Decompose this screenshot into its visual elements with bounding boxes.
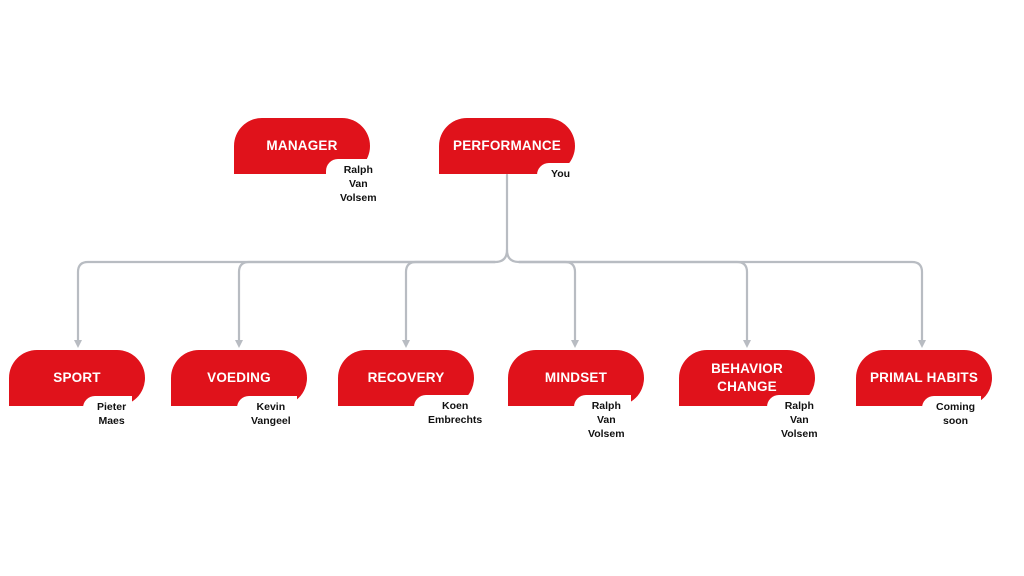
connector-mindset xyxy=(505,248,579,348)
node-sport-title: SPORT xyxy=(53,370,101,385)
connector-sport xyxy=(74,248,509,348)
connector-voeding xyxy=(235,260,497,348)
connector-behavior-change xyxy=(517,260,751,348)
connector-primal-habits xyxy=(517,260,926,348)
node-manager-owner: Ralph Van Volsem xyxy=(326,159,383,207)
node-voeding-title: VOEDING xyxy=(207,370,271,385)
connector-recovery xyxy=(402,260,497,348)
node-recovery-owner: Koen Embrechts xyxy=(414,395,489,429)
node-performance-title: PERFORMANCE xyxy=(453,138,561,153)
node-recovery-title: RECOVERY xyxy=(367,370,445,385)
node-primal-habits-title: PRIMAL HABITS xyxy=(869,370,979,385)
node-behavior-change-owner: Ralph Van Volsem xyxy=(767,395,824,443)
node-voeding-owner: Kevin Vangeel xyxy=(237,396,297,430)
node-mindset-title: MINDSET xyxy=(544,370,608,385)
node-manager-title: MANAGER xyxy=(266,138,338,153)
node-mindset-owner: Ralph Van Volsem xyxy=(574,395,631,443)
node-sport-owner: Pieter Maes xyxy=(83,396,133,430)
node-primal-habits-pill: PRIMAL HABITS xyxy=(856,350,992,406)
node-performance-owner: You xyxy=(537,163,577,183)
node-behavior-change-title: BEHAVIOR CHANGE xyxy=(711,361,783,394)
node-primal-habits-owner: Coming soon xyxy=(922,396,982,430)
